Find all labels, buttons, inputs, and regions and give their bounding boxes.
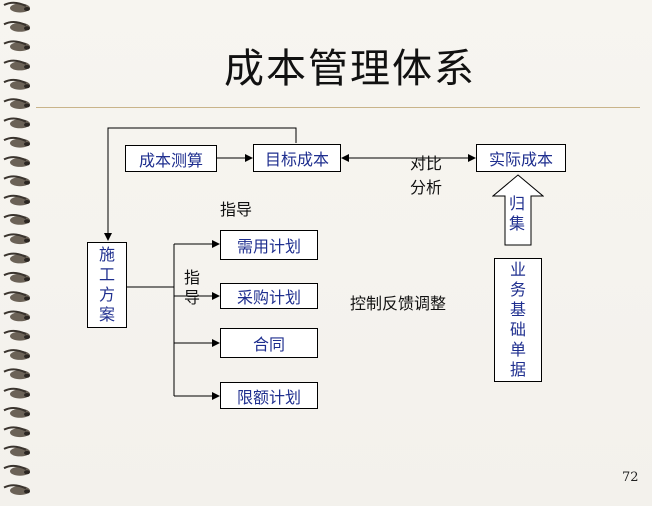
spiral-wire [3, 117, 27, 123]
spiral-hole [24, 470, 30, 475]
node-actual-cost: 实际成本 [476, 144, 566, 172]
spiral-wire [3, 329, 27, 336]
label-guide-top: 指导 [220, 200, 253, 219]
spiral-hole [24, 354, 30, 359]
node-cost-estimate: 成本测算 [125, 145, 217, 172]
spiral-hole [24, 122, 30, 127]
spiral-wire [3, 175, 27, 181]
spiral-wire [3, 291, 27, 297]
node-purchase-plan: 采购计划 [220, 283, 318, 309]
spiral-hole [24, 142, 30, 147]
spiral-hole [24, 335, 30, 340]
node-business-docs: 业 务 基 础 单 据 [494, 258, 542, 382]
label-guide-side: 指 导 [184, 268, 201, 307]
spiral-hole [24, 84, 30, 89]
spiral-wire [3, 407, 27, 413]
spiral-hole [24, 489, 30, 494]
label-analyze: 分析 [410, 178, 443, 197]
spiral-wire [3, 349, 27, 355]
spiral-wire [3, 59, 27, 65]
collect-label: 归 集 [508, 194, 525, 233]
spiral-hole [24, 64, 30, 69]
spiral-hole [24, 277, 30, 282]
spiral-wire [3, 310, 27, 316]
arrow-target-to-plan [104, 127, 297, 241]
spiral-wire [3, 21, 27, 27]
spiral-hole [24, 450, 30, 455]
spiral-hole [24, 373, 30, 378]
spiral-hole [24, 103, 30, 108]
spiral-wire [3, 194, 27, 200]
spiral-hole [24, 412, 30, 417]
spiral-wire [3, 214, 27, 220]
spiral-hole [24, 180, 30, 185]
spiral-wire [3, 78, 27, 85]
node-demand-plan: 需用计划 [220, 230, 318, 260]
node-construction-plan: 施 工 方 案 [87, 242, 127, 328]
spiral-wire [3, 368, 27, 374]
spiral-hole [24, 26, 30, 31]
spiral-wire [3, 156, 27, 162]
spiral-hole [24, 219, 30, 224]
spiral-hole [24, 393, 30, 397]
spiral-wire [3, 98, 27, 104]
spiral-hole [24, 45, 30, 50]
spiral-hole [24, 200, 30, 204]
page-title: 成本管理体系 [224, 46, 476, 92]
label-control-feedback: 控制反馈调整 [350, 294, 447, 313]
node-target-cost: 目标成本 [253, 144, 341, 172]
spiral-wire [3, 426, 27, 432]
spiral-wire [3, 484, 27, 490]
page-number: 72 [622, 470, 639, 485]
collect-up-arrow [492, 174, 544, 246]
spiral-binding [3, 1, 30, 495]
label-compare: 对比 [410, 154, 443, 173]
spiral-wire [3, 252, 27, 258]
spiral-hole [24, 315, 30, 320]
spiral-wire [3, 40, 27, 46]
spiral-wire [3, 387, 27, 393]
spiral-hole [24, 238, 30, 243]
spiral-wire [3, 445, 27, 451]
title-divider [36, 107, 640, 108]
spiral-wire [3, 136, 27, 143]
node-quota-plan: 限额计划 [220, 382, 318, 409]
spiral-wire [3, 1, 27, 7]
spiral-hole [24, 7, 30, 11]
spiral-hole [24, 257, 30, 262]
spiral-hole [24, 431, 30, 436]
spiral-hole [24, 161, 30, 166]
spiral-wire [3, 233, 27, 239]
spiral-wire [3, 464, 27, 471]
node-contract: 合同 [220, 328, 318, 358]
spiral-hole [24, 296, 30, 301]
spiral-wire [3, 271, 27, 278]
